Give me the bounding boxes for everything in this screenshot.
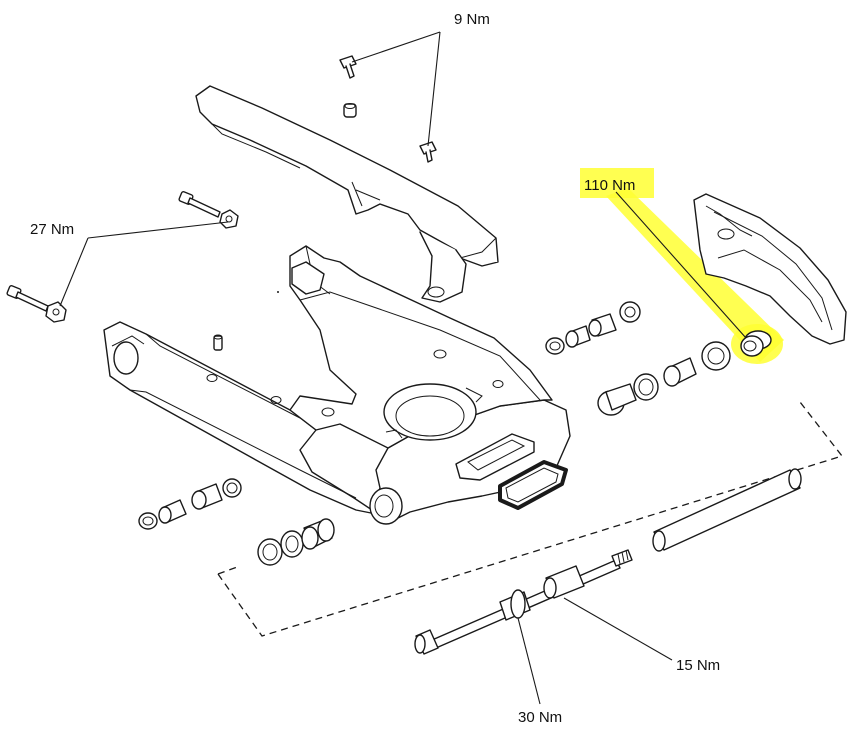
torque-label-15nm: 15 Nm	[676, 657, 720, 674]
chain-guide	[693, 193, 847, 345]
leader-9nm	[351, 31, 441, 147]
collar-bushing-110nm	[740, 330, 772, 357]
dowel-pin	[213, 334, 223, 351]
left-bushing-set-upper	[138, 478, 242, 530]
pivot-sleeve	[652, 468, 802, 552]
stray-dot	[277, 291, 279, 293]
top-bolt-left	[339, 55, 357, 79]
torque-label-110nm: 110 Nm	[584, 177, 635, 194]
chain-guard	[195, 85, 499, 303]
torque-label-9nm: 9 Nm	[454, 11, 490, 28]
left-bolt-lower	[6, 285, 67, 323]
left-bolt-upper	[178, 191, 239, 229]
torque-label-30nm: 30 Nm	[518, 709, 562, 726]
assembly-dashed-outline	[217, 401, 844, 637]
swingarm	[103, 245, 571, 525]
pivot-shaft	[414, 549, 633, 655]
upper-right-bushing-set	[545, 301, 641, 355]
leader-110nm	[615, 191, 747, 339]
left-bushing-set-lower	[257, 518, 335, 566]
leader-30nm	[517, 617, 541, 705]
torque-label-27nm: 27 Nm	[30, 221, 74, 238]
lower-right-bushing-set	[597, 341, 731, 416]
chain-slider-pad	[498, 460, 568, 510]
top-nut-middle	[343, 103, 357, 118]
leader-27nm	[59, 221, 229, 307]
leader-15nm	[563, 597, 673, 661]
